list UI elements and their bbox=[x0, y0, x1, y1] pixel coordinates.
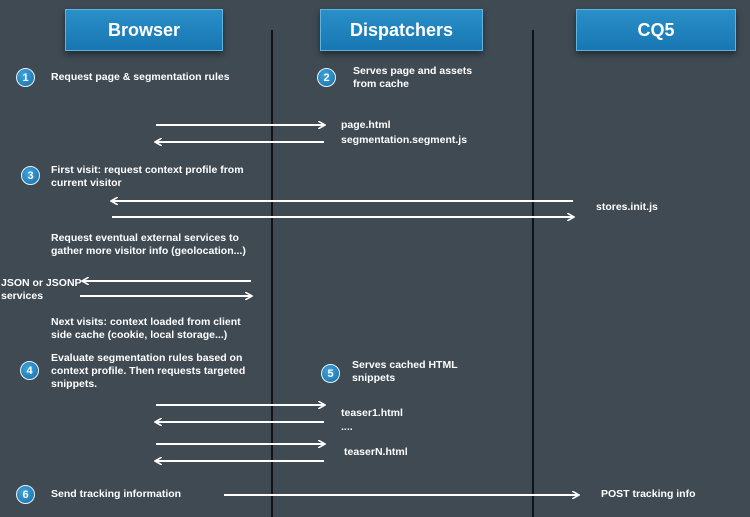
step-5-badge: 5 bbox=[321, 364, 340, 383]
segmentation-js-label: segmentation.segment.js bbox=[341, 134, 468, 146]
teaser1-label: teaser1.html bbox=[341, 407, 403, 419]
next-visits-text: Next visits: context loaded from client … bbox=[51, 316, 241, 341]
ellipsis-label: .... bbox=[341, 421, 353, 433]
dispatchers-lifeline bbox=[532, 30, 534, 517]
step-6-text: Send tracking information bbox=[51, 488, 182, 500]
step-5-text: Serves cached HTML snippets bbox=[352, 359, 458, 384]
step-3-text: First visit: request context profile fro… bbox=[51, 164, 244, 189]
dispatchers-header: Dispatchers bbox=[320, 9, 483, 51]
page-html-label: page.html bbox=[341, 119, 391, 131]
browser-header: Browser bbox=[65, 9, 223, 51]
step-1-badge: 1 bbox=[16, 68, 35, 87]
json-services-label: JSON or JSONP services bbox=[1, 277, 82, 302]
teaserN-label: teaserN.html bbox=[344, 446, 408, 458]
step-3-badge: 3 bbox=[21, 166, 40, 185]
step-4-text: Evaluate segmentation rules based on con… bbox=[51, 352, 246, 390]
browser-lifeline bbox=[271, 30, 273, 517]
stores-init-label: stores.init.js bbox=[596, 201, 658, 213]
step-6-badge: 6 bbox=[16, 485, 35, 504]
post-tracking-label: POST tracking info bbox=[601, 488, 696, 500]
cq5-header: CQ5 bbox=[576, 9, 736, 51]
step-2-badge: 2 bbox=[317, 68, 336, 87]
external-services-text: Request eventual external services to ga… bbox=[51, 232, 246, 257]
step-2-text: Serves page and assets from cache bbox=[353, 65, 473, 90]
step-4-badge: 4 bbox=[20, 361, 39, 380]
step-1-text: Request page & segmentation rules bbox=[51, 71, 230, 83]
